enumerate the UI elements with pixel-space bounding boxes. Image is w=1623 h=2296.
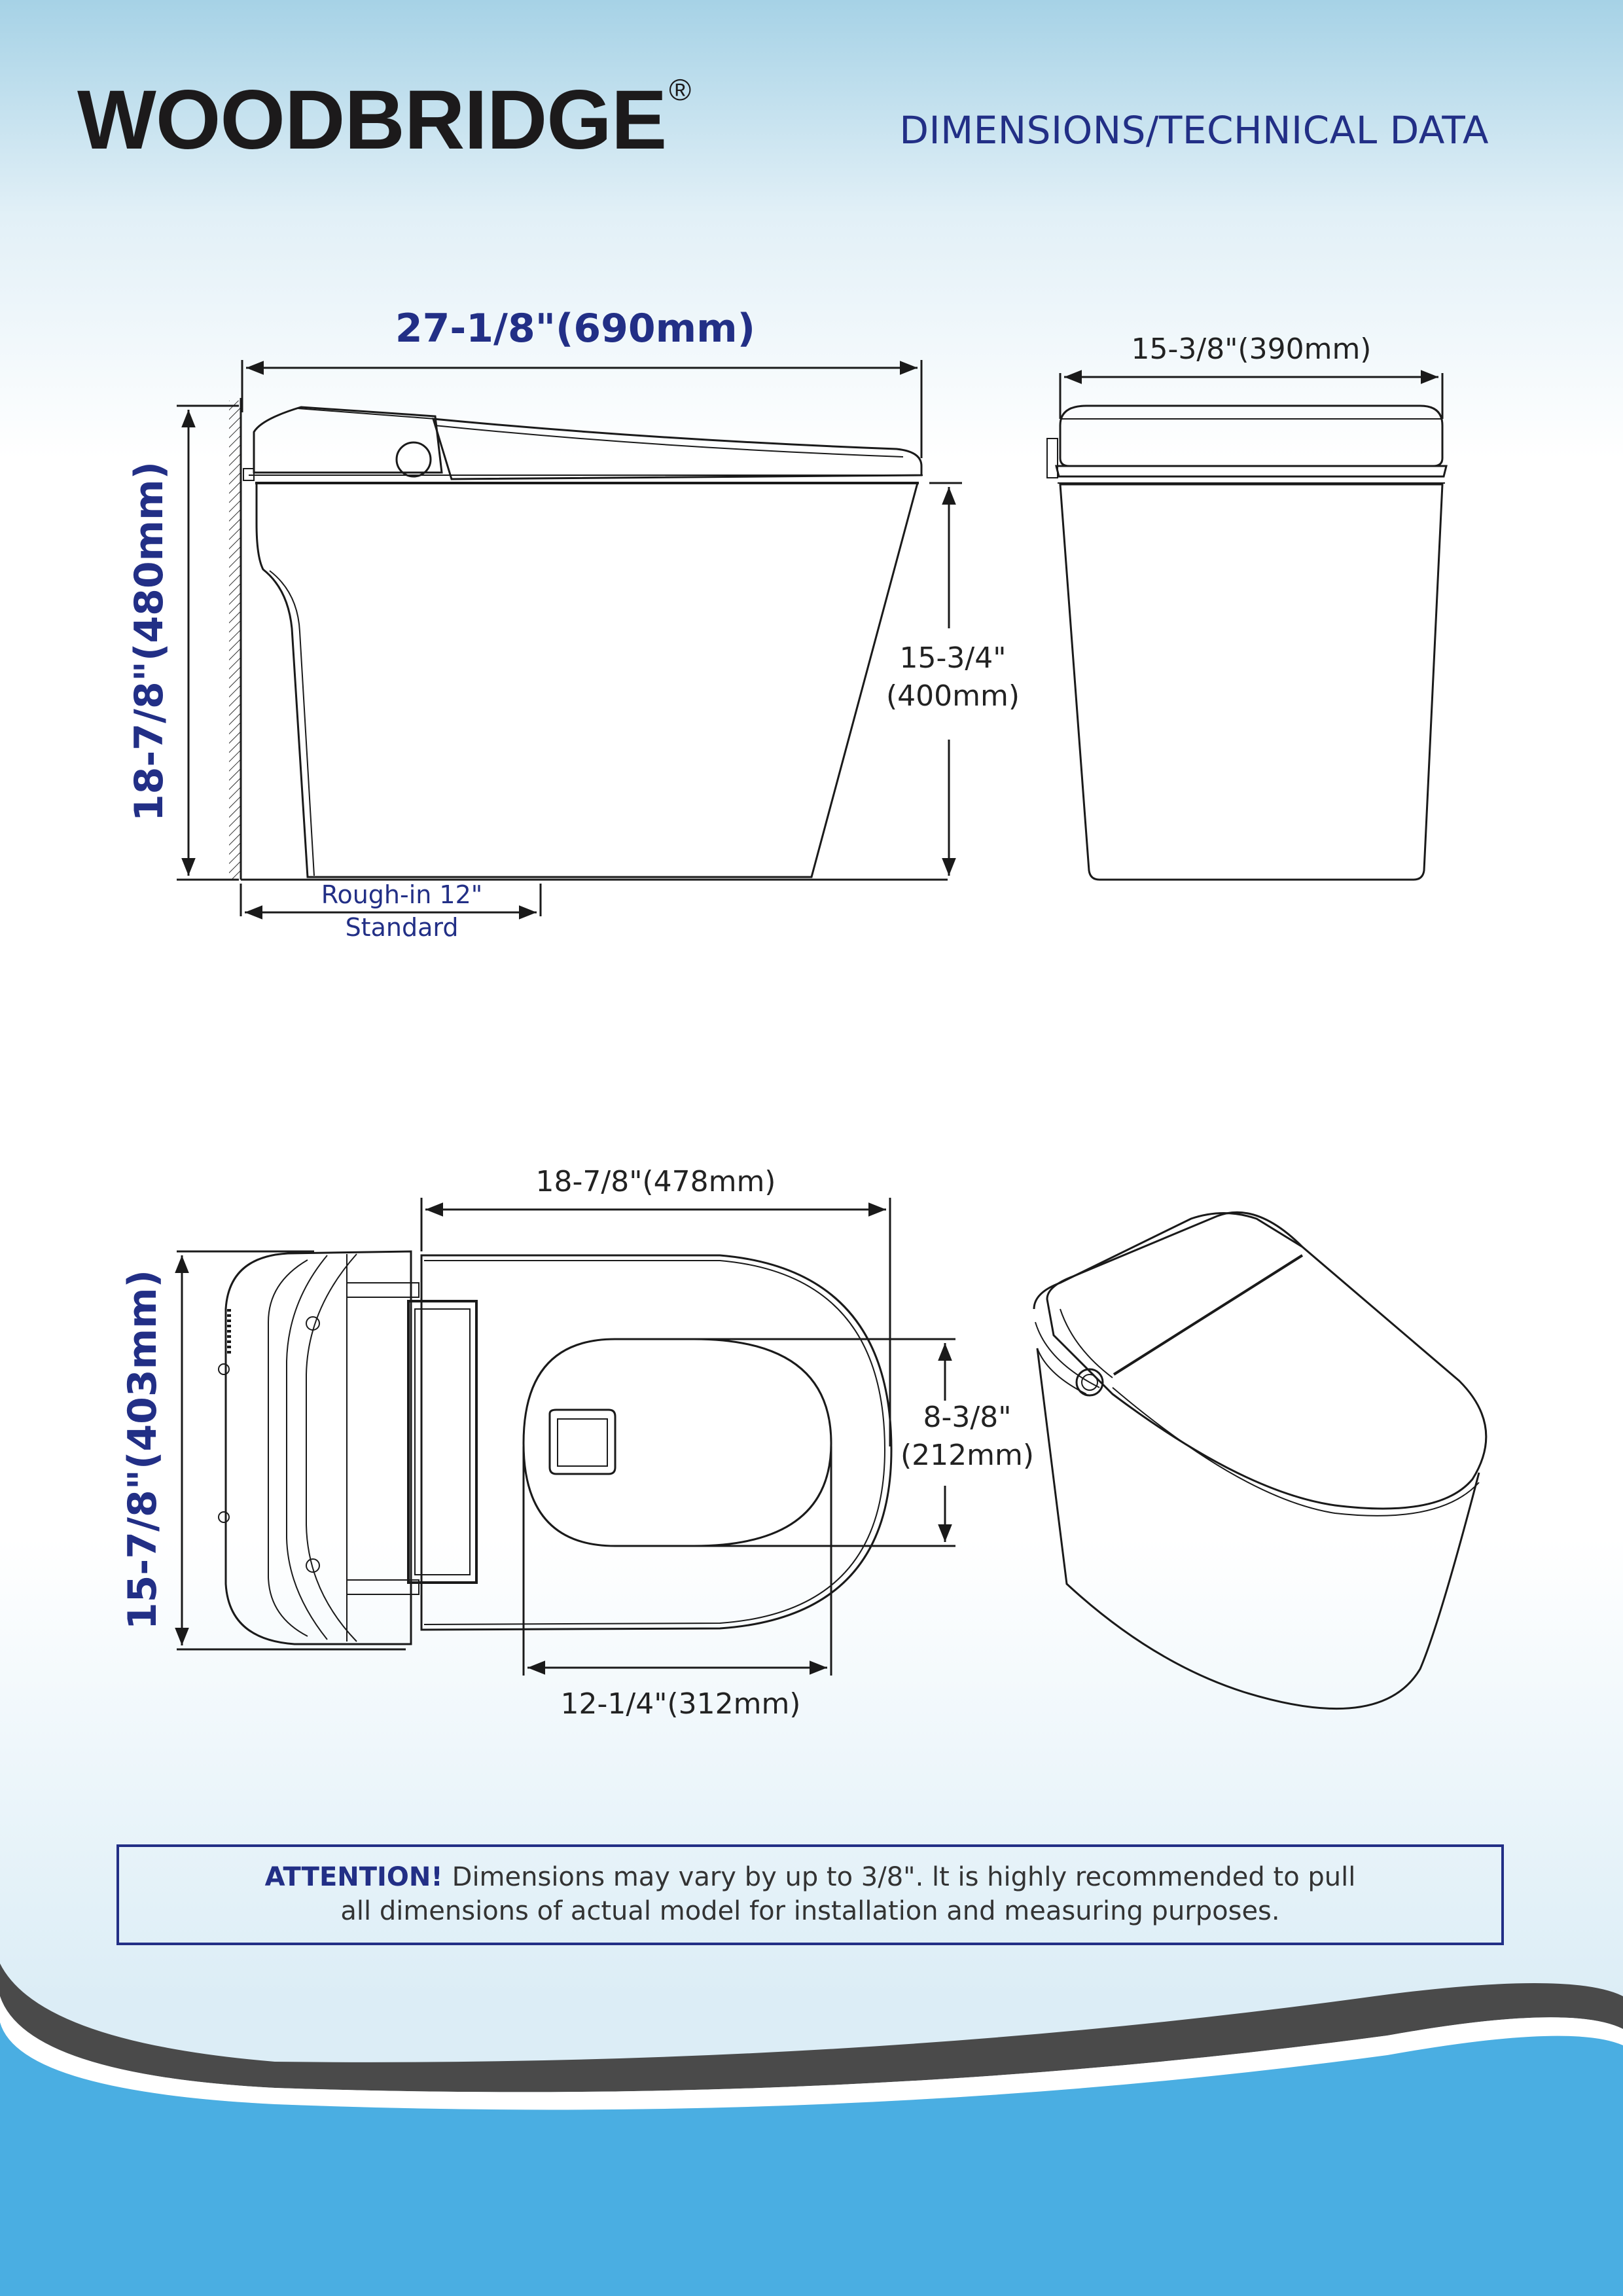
top-view-drawing (218, 1250, 893, 1645)
bowl-opening-top (522, 1338, 832, 1547)
front-view-drawing (1046, 404, 1448, 881)
dim-overall-length (241, 360, 923, 458)
registered-mark: ® (669, 73, 691, 107)
control-knob-side (395, 441, 432, 478)
lid-front (1059, 404, 1444, 467)
label-bowl-length: 18-7/8"(478mm) (536, 1165, 776, 1198)
dim-front-width (1059, 370, 1444, 419)
flush-hole-top (548, 1408, 616, 1475)
wave-white-band (0, 1996, 1623, 2110)
iso-lid (1046, 1211, 1488, 1510)
iso-body (1036, 1348, 1480, 1710)
label-seat-height-mm: (400mm) (886, 679, 1020, 713)
dim-seat-height (929, 482, 962, 876)
label-seat-height-in: 15-3/4" (900, 641, 1007, 675)
brand-logo: WOODBRIDGE® (77, 75, 691, 162)
iso-tank (1033, 1212, 1303, 1310)
lid-side (431, 418, 923, 480)
attention-label: ATTENTION! (264, 1862, 443, 1892)
tank-side (253, 406, 443, 474)
label-overall-height: 18-7/8"(480mm) (126, 461, 172, 821)
side-view-drawing (229, 398, 948, 881)
label-top-width: 15-7/8"(403mm) (120, 1270, 166, 1630)
bottom-wave (0, 1964, 1623, 2296)
brand-name: WOODBRIDGE (77, 73, 667, 167)
control-panel-top (407, 1300, 478, 1584)
attention-line1: Dimensions may vary by up to 3/8". lt is… (452, 1862, 1356, 1892)
isometric-view-drawing (1033, 1211, 1488, 1710)
dim-top-width (175, 1250, 406, 1651)
label-overall-length: 27-1/8"(690mm) (395, 306, 755, 351)
label-opening-length: 12-1/4"(312mm) (561, 1687, 801, 1721)
label-rough-in-line2: Standard (346, 913, 459, 942)
dim-overall-height (177, 404, 239, 881)
label-opening-width-mm: (212mm) (901, 1439, 1034, 1472)
label-front-width: 15-3/8"(390mm) (1132, 332, 1372, 366)
label-opening-width-in: 8-3/8" (923, 1401, 1012, 1434)
page-title: DIMENSIONS/TECHNICAL DATA (899, 108, 1489, 152)
wall-hatch (229, 401, 241, 880)
iso-control-knob (1075, 1368, 1104, 1397)
dim-opening-length (522, 1446, 832, 1676)
wave-blue-area (0, 2022, 1623, 2296)
dim-rough-in (240, 884, 542, 920)
seat-outline-top (420, 1254, 893, 1631)
label-rough-in-line1: Rough-in 12" (321, 880, 483, 909)
tank-top (224, 1250, 412, 1645)
body-front (1059, 483, 1444, 881)
dim-bowl-length (420, 1198, 891, 1446)
wave-dark-band (0, 1964, 1623, 2092)
toilet-body-side (255, 482, 919, 878)
dim-opening-width (694, 1338, 955, 1547)
attention-notice: ATTENTION! Dimensions may vary by up to 3… (116, 1844, 1504, 1945)
attention-line2: all dimensions of actual model for insta… (340, 1896, 1280, 1926)
